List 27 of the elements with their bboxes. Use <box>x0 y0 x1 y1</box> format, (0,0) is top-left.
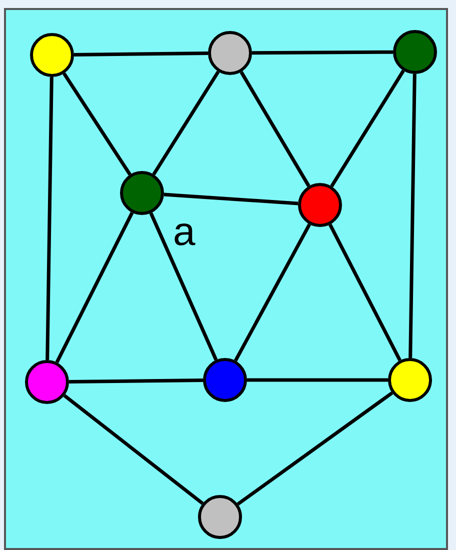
edge-line <box>234 224 312 362</box>
edge-line <box>152 70 220 176</box>
edge-line <box>252 50 393 55</box>
edge-line <box>74 52 208 56</box>
vertex-circle <box>25 360 69 404</box>
edge-line <box>149 212 218 361</box>
vertex-circle <box>120 171 164 215</box>
edge-line <box>236 391 394 506</box>
vertex-circle <box>203 358 247 402</box>
edge-line <box>408 74 416 358</box>
vertex-circle <box>198 495 242 539</box>
edge-line <box>164 192 298 206</box>
edge-line <box>63 394 204 505</box>
edge-line <box>46 76 54 360</box>
edge-line <box>240 71 310 187</box>
vertex-circle <box>388 358 432 402</box>
edge-line <box>247 378 388 382</box>
edge-line <box>55 212 134 364</box>
vertex-circle <box>208 31 252 75</box>
edge-line <box>68 378 204 384</box>
vertex-circle <box>393 30 437 74</box>
vertex-label: a <box>173 212 196 252</box>
edge-line <box>330 70 405 188</box>
edge-line <box>328 224 402 362</box>
vertex-circle <box>30 33 74 77</box>
vertex-circle <box>298 183 342 227</box>
edge-line <box>62 72 132 176</box>
